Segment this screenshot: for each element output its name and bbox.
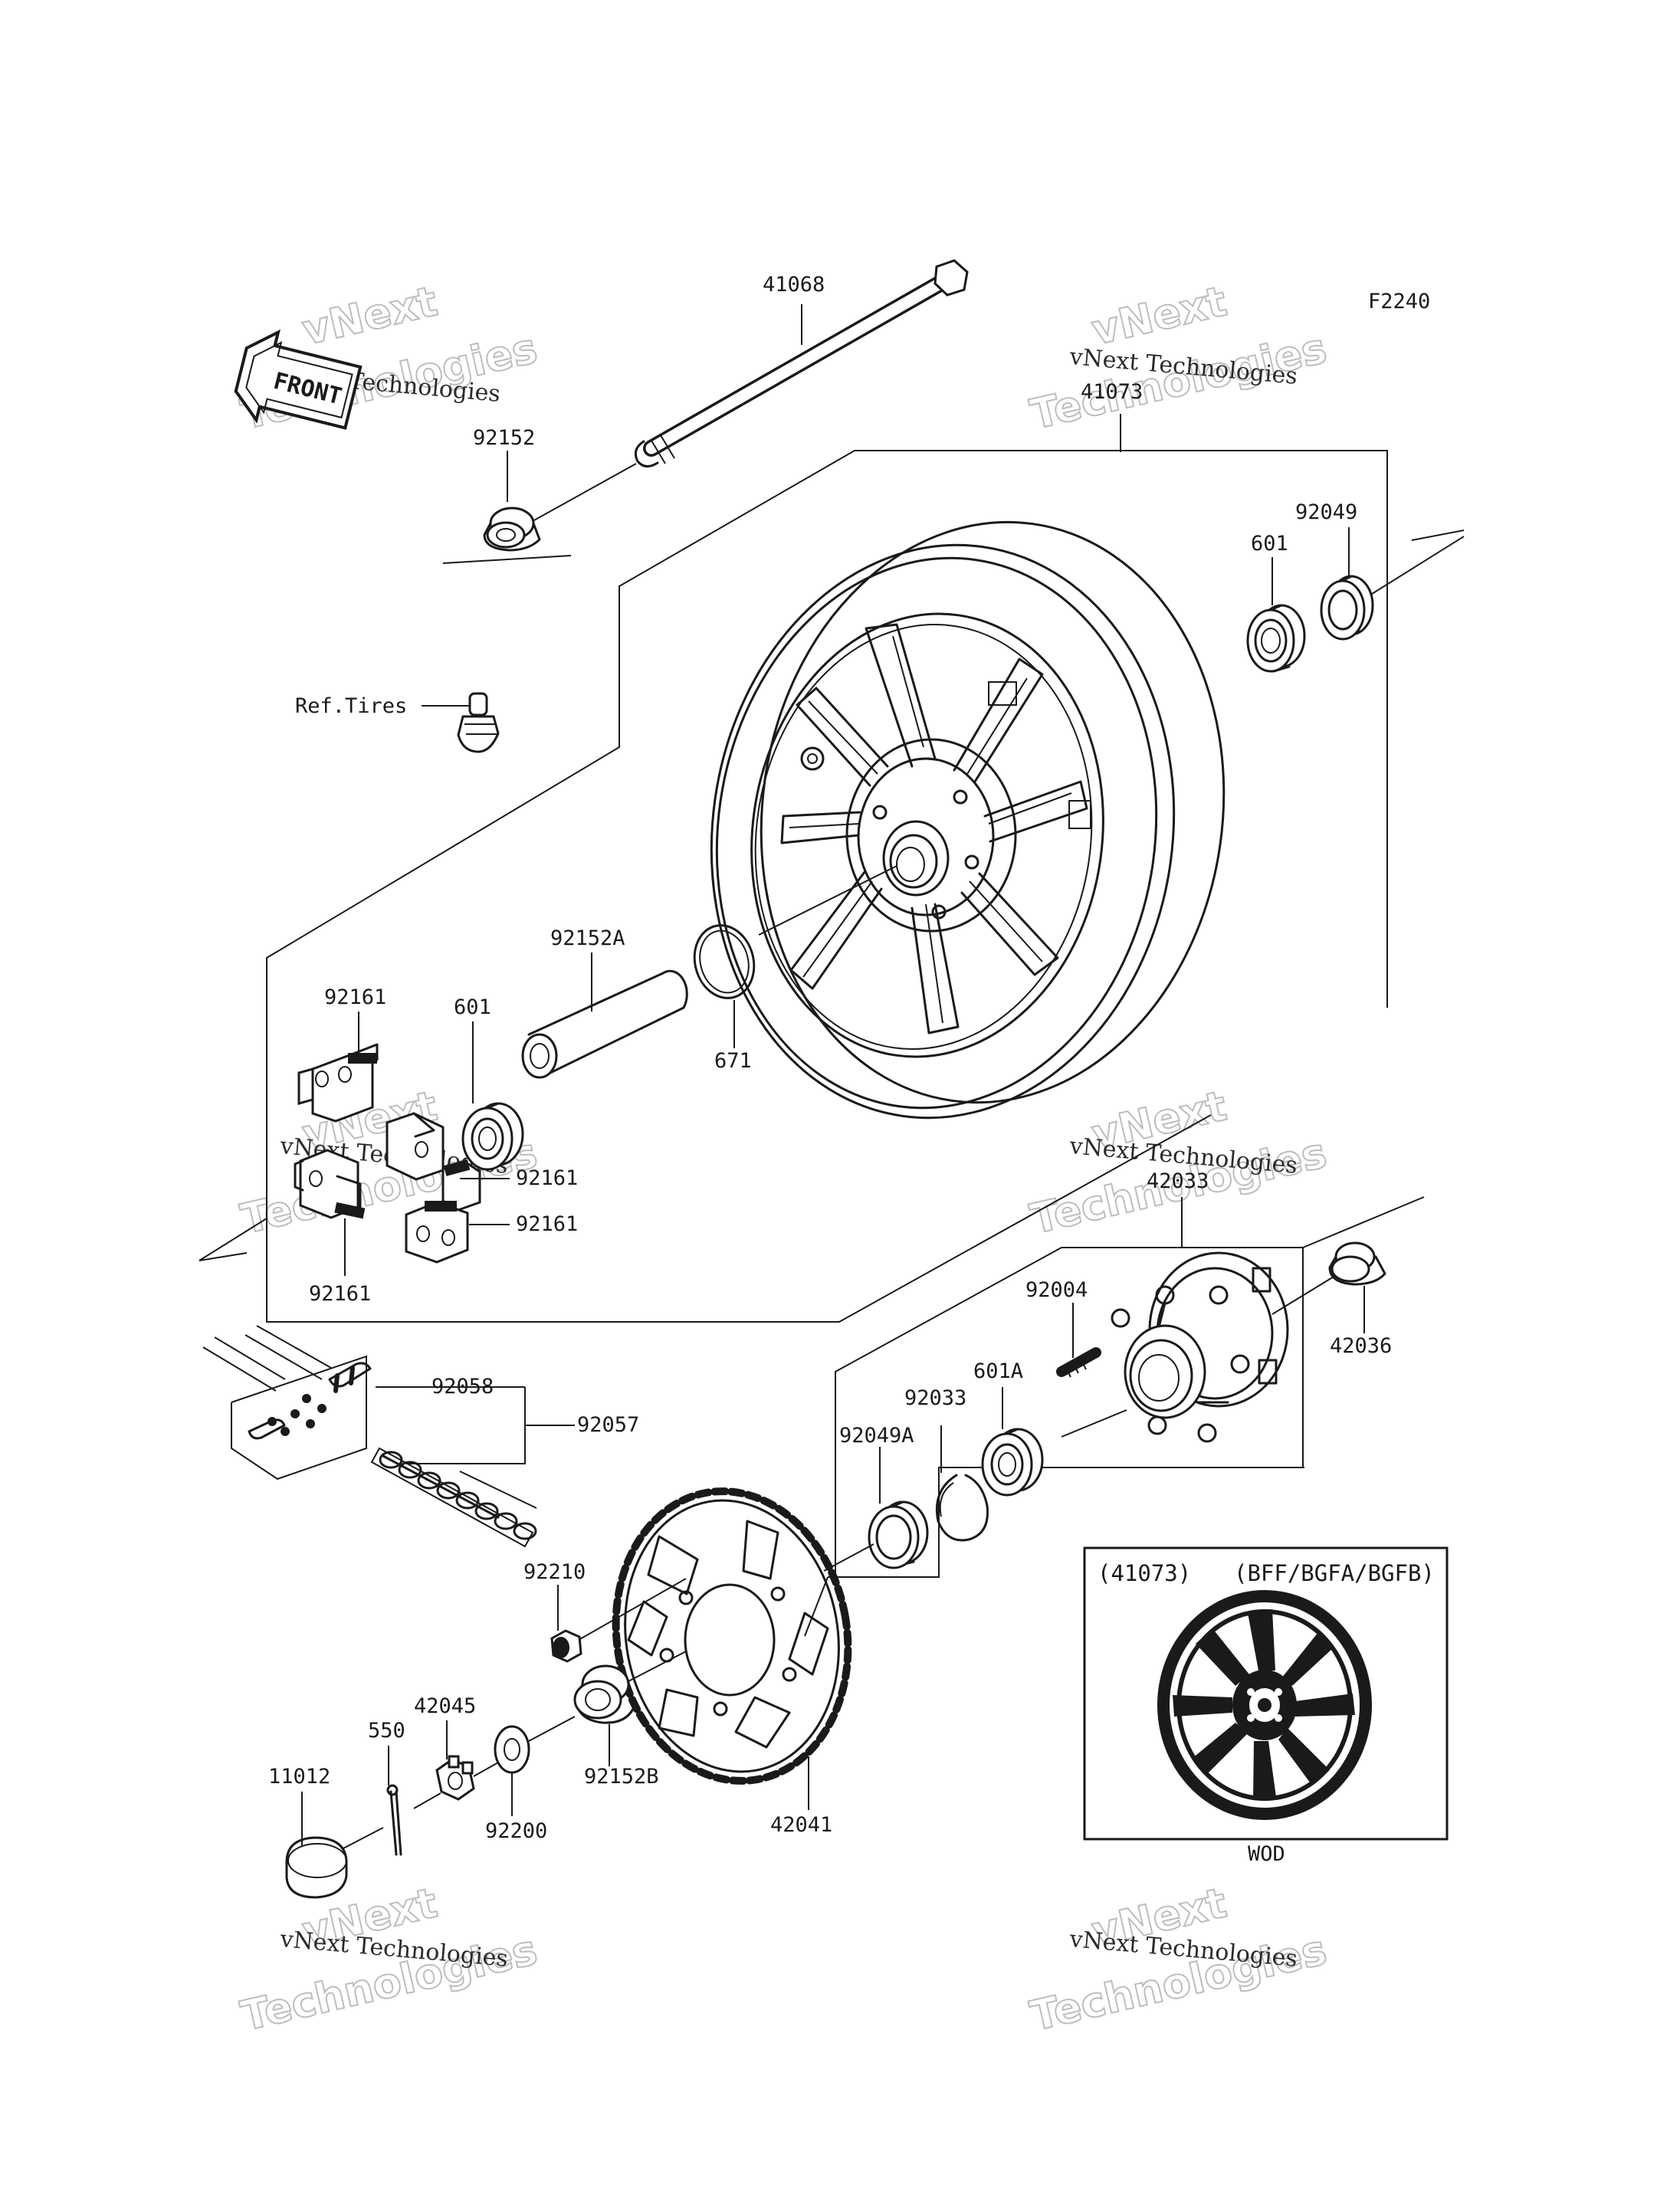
label-92161-top: 92161 [324,985,386,1009]
label-92049A: 92049A [839,1424,914,1448]
watermark-bottom-left: vNext Technologies vNext Technologies [236,1877,543,2041]
damper-92161-top [297,1043,379,1123]
nut-92210 [550,1629,582,1663]
o-ring-671 [693,924,756,999]
label-41068: 41068 [763,273,825,297]
washer-92200 [494,1725,530,1774]
tire-valve [457,692,500,753]
axle-41068 [634,259,969,467]
bearing-601-left [461,1102,524,1171]
castle-nut-42045 [435,1755,475,1801]
bearing-601-right [1246,604,1306,673]
label-671: 671 [714,1049,752,1073]
label-92161-right-lower: 92161 [516,1212,578,1236]
label-ref-tires: Ref.Tires [295,694,407,718]
chain-92057 [202,1325,537,1548]
watermark-bottom-right: vNext Technologies vNext Technologies [1025,1877,1332,2041]
circlip-92033 [935,1474,989,1542]
label-41073: 41073 [1081,380,1143,404]
label-92152A: 92152A [550,926,625,950]
chain-link-92058 [248,1362,372,1440]
stud-bolt-92004 [1056,1347,1101,1378]
collar-92152A [521,969,688,1079]
cotter-pin-550 [386,1784,402,1856]
collar-92152B [573,1664,636,1724]
sprocket-42041 [612,1487,852,1785]
label-601-mid: 601 [454,995,491,1019]
label-92152B: 92152B [584,1765,659,1789]
cap-11012 [285,1836,348,1899]
label-601A: 601A [973,1359,1023,1383]
inset-wheel-image [1157,1590,1372,1820]
page-code: F2240 [1368,290,1430,313]
label-92161-right-upper: 92161 [516,1166,578,1190]
watermark-mid-right: vNext Technologies vNext Technologies [1025,1080,1332,1244]
label-42033: 42033 [1147,1169,1209,1193]
label-92210: 92210 [523,1560,586,1584]
label-92200: 92200 [485,1819,547,1843]
svg-text:vNext: vNext [1088,277,1231,354]
label-92033: 92033 [904,1386,966,1410]
front-direction-arrow: FRONT [234,329,363,430]
label-11012: 11012 [268,1765,330,1789]
damper-92161-right-upper [386,1112,481,1212]
label-42041: 42041 [770,1813,832,1837]
damper-92161-right-lower [405,1201,469,1264]
svg-text:vNext: vNext [298,277,441,354]
bearing-601A [981,1428,1044,1497]
collar-92152 [483,507,541,552]
wheel-assembly-frame [266,450,1388,1323]
coupling-42033 [1111,1251,1289,1443]
wheel-variant-inset: (41073) (BFF/BGFA/BGFB) WO [1083,1546,1449,1866]
frame-coupling [835,1247,1182,1578]
inset-code: (41073) [1098,1560,1191,1586]
oil-seal-92049A [868,1500,929,1569]
rear-wheel-41073 [710,520,1226,1120]
label-92161-left-lower: 92161 [309,1282,371,1306]
label-601-top: 601 [1251,532,1288,556]
damper-92161-left-lower [294,1149,366,1219]
label-92004: 92004 [1025,1278,1088,1302]
inset-color-code: WOD [1248,1842,1285,1866]
oil-seal-92049 [1320,575,1374,641]
label-42045: 42045 [414,1694,476,1718]
label-92057: 92057 [577,1413,639,1437]
watermark-top-right: vNext Technologies vNext Technologies [1025,276,1332,439]
inset-variants: (BFF/BGFA/BGFB) [1234,1560,1435,1586]
label-92049: 92049 [1295,500,1357,524]
label-550: 550 [368,1719,405,1743]
label-42036: 42036 [1330,1334,1392,1358]
collar-42036 [1328,1241,1386,1286]
label-92058: 92058 [431,1375,494,1399]
label-92152: 92152 [473,426,535,450]
